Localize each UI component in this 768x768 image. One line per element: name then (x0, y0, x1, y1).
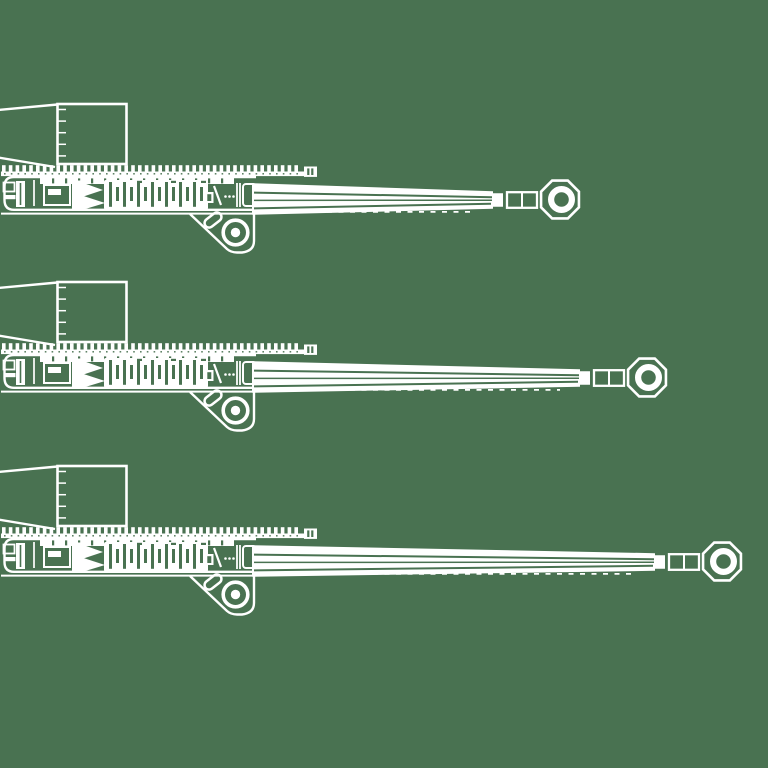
shoulder-stock (0, 102, 128, 169)
muzzle-brake-ring (701, 541, 743, 582)
barrel (252, 361, 590, 393)
top-rail (1, 165, 317, 177)
rifle-sprite-top (0, 102, 581, 254)
receiver (2, 175, 257, 211)
receiver (2, 537, 257, 573)
bolt-lever (203, 389, 223, 407)
bolt-lever (203, 573, 223, 591)
muzzle (592, 357, 668, 398)
bolt-lever (203, 211, 223, 229)
muzzle-brake-ring (626, 357, 668, 398)
carry-wheel (221, 580, 250, 609)
undercarriage (1, 573, 256, 616)
receiver (2, 353, 257, 389)
top-rail (1, 527, 317, 539)
undercarriage (1, 211, 256, 254)
barrel (252, 545, 665, 577)
rifle-sprite-middle (0, 280, 668, 432)
carry-wheel (221, 396, 250, 425)
undercarriage (1, 389, 256, 432)
muzzle (505, 179, 581, 220)
carry-wheel (221, 218, 250, 247)
muzzle-brake-ring (539, 179, 581, 220)
barrel (252, 183, 503, 215)
top-rail (1, 343, 317, 355)
muzzle (667, 541, 743, 582)
rifle-sprite-bottom (0, 464, 743, 616)
rifles-layer (0, 102, 743, 616)
